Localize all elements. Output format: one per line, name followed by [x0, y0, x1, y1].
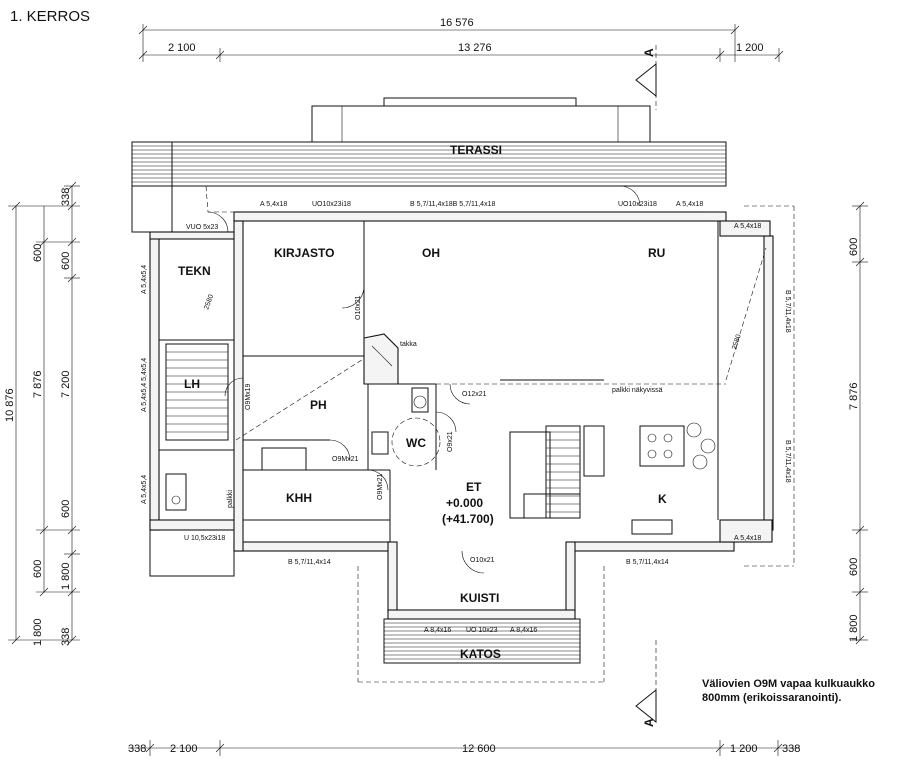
label-window-a-left-3: A 5,4x5,4	[141, 475, 148, 504]
section-label-bottom: A	[642, 718, 656, 727]
label-vuo: VUO 5x23	[186, 224, 218, 231]
dim-left-338-bottom: 338	[60, 628, 72, 646]
room-ru: RU	[648, 246, 665, 260]
label-door-uo-katos: UO 10x23	[466, 627, 498, 634]
label-door-kirjasto: O10x21	[355, 295, 362, 320]
terrace-boards	[132, 145, 726, 183]
label-door-kuisti: O10x21	[470, 557, 495, 564]
stairs-et-steps	[546, 431, 580, 513]
dim-left-7200: 7 200	[60, 370, 72, 398]
room-khh: KHH	[286, 491, 312, 505]
room-kuisti: KUISTI	[460, 591, 499, 605]
label-window-a-top-right: A 5,4x18	[676, 201, 703, 208]
khh-fixtures	[165, 447, 307, 511]
label-door-et: O12x21	[462, 391, 487, 398]
dim-right-600-b: 600	[848, 558, 860, 576]
room-ph: PH	[310, 398, 327, 412]
door-note-line-1: Väliovien O9M vapaa kulkuaukko	[702, 678, 876, 690]
room-terassi: TERASSI	[450, 143, 502, 157]
dim-bottom-338-left: 338	[128, 743, 146, 755]
door-note: Väliovien O9M vapaa kulkuaukko 800mm (er…	[702, 677, 875, 705]
dim-bottom-338-right: 338	[782, 743, 800, 755]
room-et: ET	[466, 480, 482, 494]
room-lh: LH	[184, 377, 200, 391]
label-window-a-left-2: A 5,4x5,4 5,4x5,4	[141, 358, 148, 412]
label-window-b-bottom-left: B 5,7/11,4x14	[288, 559, 331, 566]
left-dimensions	[8, 181, 80, 645]
bottom-dimensions	[128, 740, 800, 756]
section-marker-bottom	[635, 640, 657, 724]
label-takka: takka	[400, 341, 417, 348]
label-window-a-right-bottom: A 5,4x18	[734, 535, 761, 542]
right-dimensions	[852, 201, 868, 645]
dim-bottom-1200: 1 200	[730, 743, 758, 755]
top-dimensions	[138, 24, 784, 62]
label-dim-2580-left: 2580	[203, 294, 215, 311]
level-floor: +0.000	[446, 496, 483, 510]
floor-title: 1. KERROS	[10, 8, 91, 25]
label-palkki-nakyvissa: palkki näkyvissä	[612, 387, 663, 394]
level-absolute: (+41.700)	[442, 512, 494, 526]
label-door-wc: O9x21	[447, 431, 454, 452]
label-window-b-right-2: B 5,7/11,4x18	[784, 440, 791, 483]
dim-top-3: 1 200	[736, 42, 764, 54]
outer-walls	[149, 211, 774, 620]
dim-left-7876: 7 876	[32, 370, 44, 398]
room-wc: WC	[406, 436, 426, 450]
section-label-top: A	[642, 48, 656, 57]
label-window-b-right-1: B 5,7/11,4x18	[784, 290, 791, 333]
kitchen-furniture	[583, 422, 716, 535]
label-window-a-top-left: A 5,4x18	[260, 201, 287, 208]
dim-left-338-top: 338	[60, 188, 72, 206]
dim-left-600-a: 600	[32, 244, 44, 262]
room-kirjasto: KIRJASTO	[274, 246, 334, 260]
terrace	[131, 97, 727, 233]
label-door-lh: O9Mx19	[245, 383, 252, 410]
label-window-a-right-top: A 5,4x18	[734, 223, 761, 230]
dim-right-600-a: 600	[848, 238, 860, 256]
door-swings	[207, 185, 641, 574]
dim-left-1800-b: 1 800	[32, 618, 44, 646]
dim-top-2: 13 276	[458, 42, 492, 54]
dim-top-1: 2 100	[168, 42, 196, 54]
room-tekn: TEKN	[178, 264, 211, 278]
dim-left-600-c: 600	[60, 500, 72, 518]
label-door-khh: O9Mx21	[377, 473, 384, 500]
label-door-uo-top-right: UO10x23i18	[618, 201, 657, 208]
dim-bottom-12600: 12 600	[462, 743, 496, 755]
dim-bottom-2100: 2 100	[170, 743, 198, 755]
label-window-b-top: B 5,7/11,4x18B 5,7/11,4x18	[410, 201, 495, 208]
room-oh: OH	[422, 246, 440, 260]
dim-right-7876: 7 876	[848, 382, 860, 410]
dim-left-total: 10 876	[4, 388, 16, 422]
label-window-b-bottom-right: B 5,7/11,4x14	[626, 559, 669, 566]
upper-floor-outline	[205, 185, 795, 683]
label-palkki: palkki	[227, 490, 234, 508]
katos	[383, 618, 581, 664]
room-katos: KATOS	[460, 647, 501, 661]
section-marker-top	[635, 45, 657, 110]
label-dim-2580-right: 2580	[731, 334, 743, 351]
wc-fixtures	[371, 387, 441, 467]
rear-steps	[149, 529, 235, 577]
door-note-line-2: 800mm (erikoissaranointi).	[702, 692, 842, 704]
label-window-a-katos-2: A 8,4x16	[510, 627, 537, 634]
room-k: K	[658, 492, 667, 506]
label-door-uo-top-left: UO10x23i18	[312, 201, 351, 208]
fireplace	[363, 333, 399, 385]
katos-boards	[384, 622, 580, 660]
dim-right-1800: 1 800	[848, 614, 860, 642]
label-door-ph: O9Mx21	[332, 456, 359, 463]
label-door-khh-outer: U 10,5x23i18	[184, 535, 225, 542]
label-window-a-katos-1: A 8,4x16	[424, 627, 451, 634]
dim-left-1800-a: 1 800	[60, 562, 72, 590]
dim-left-600-d: 600	[32, 560, 44, 578]
dim-top-total: 16 576	[440, 17, 474, 29]
label-window-a-left-1: A 5,4x5,4	[141, 265, 148, 294]
stairs-lh	[165, 343, 229, 441]
dim-left-600-b: 600	[60, 252, 72, 270]
